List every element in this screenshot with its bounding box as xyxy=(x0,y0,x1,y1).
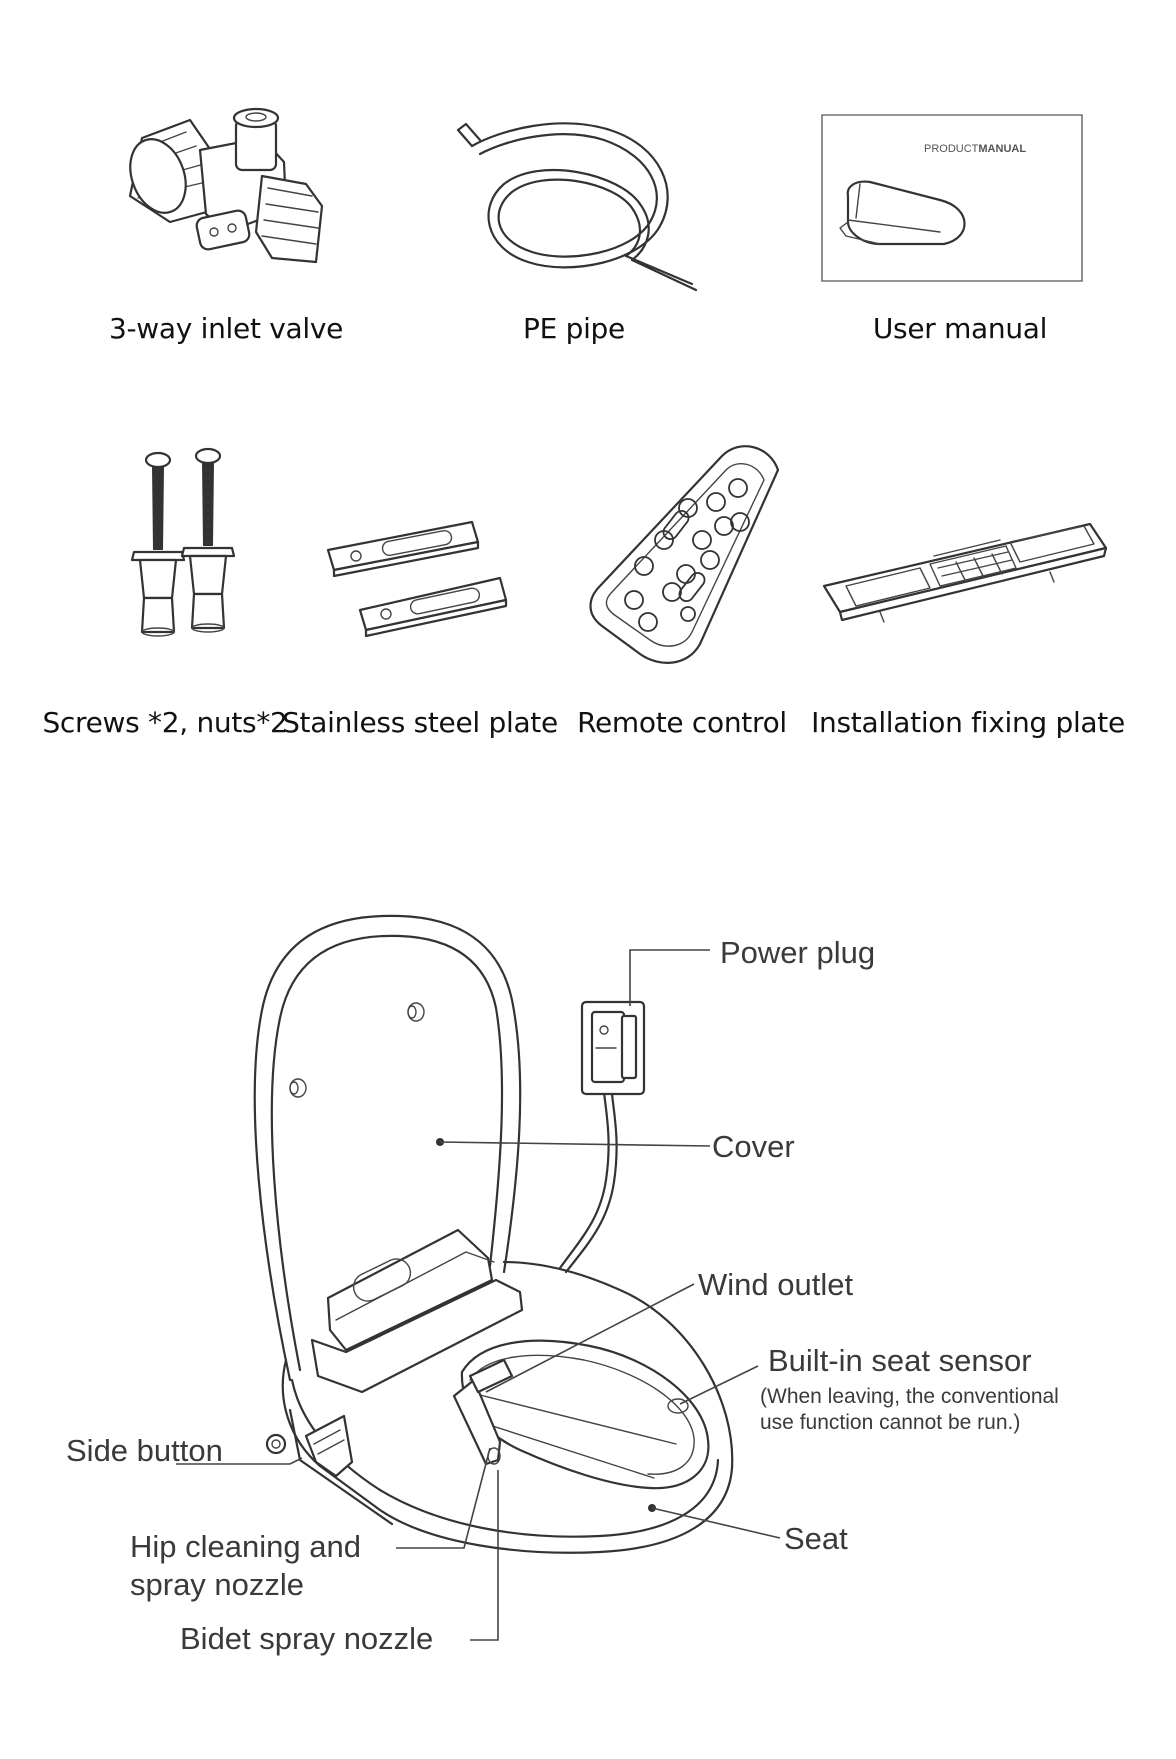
fixing-plate-icon xyxy=(824,524,1106,622)
caption-remote-control: Remote control xyxy=(577,706,787,739)
bidet-seat-illustration xyxy=(255,916,732,1553)
manual-cover-bold: MANUAL xyxy=(978,143,1026,155)
caption-screws: Screws *2, nuts*2 xyxy=(42,706,288,739)
svg-text:PRODUCTMANUAL: PRODUCTMANUAL xyxy=(924,143,1026,155)
label-power-plug: Power plug xyxy=(720,935,876,970)
caption-steel-plate: Stainless steel plate xyxy=(282,706,558,739)
screws-icon xyxy=(132,449,234,636)
caption-fixing-plate: Installation fixing plate xyxy=(811,706,1125,739)
remote-control-icon xyxy=(591,446,779,663)
user-manual-icon xyxy=(822,115,1082,281)
label-seat: Seat xyxy=(784,1521,848,1556)
leader-lines xyxy=(176,950,780,1640)
label-bidet-nozzle: Bidet spray nozzle xyxy=(180,1621,434,1656)
label-seat-sensor: Built-in seat sensor xyxy=(768,1343,1032,1378)
label-cover: Cover xyxy=(712,1129,795,1164)
manual-cover-prefix: PRODUCT xyxy=(924,143,979,155)
label-side-button: Side button xyxy=(66,1433,223,1468)
label-hip-nozzle-line1: Hip cleaning and xyxy=(130,1529,361,1564)
caption-user-manual: User manual xyxy=(872,312,1048,345)
steel-plate-icon xyxy=(328,522,506,636)
pe-pipe-icon xyxy=(458,123,696,290)
caption-pe-pipe: PE pipe xyxy=(523,312,625,345)
inlet-valve-icon xyxy=(121,109,322,262)
label-wind-outlet: Wind outlet xyxy=(698,1267,854,1302)
caption-inlet-valve: 3-way inlet valve xyxy=(108,312,344,345)
note-seat-sensor-line1: (When leaving, the conventional xyxy=(760,1385,1059,1408)
note-seat-sensor-line2: use function cannot be run.) xyxy=(760,1411,1021,1434)
label-hip-nozzle-line2: spray nozzle xyxy=(130,1567,305,1602)
